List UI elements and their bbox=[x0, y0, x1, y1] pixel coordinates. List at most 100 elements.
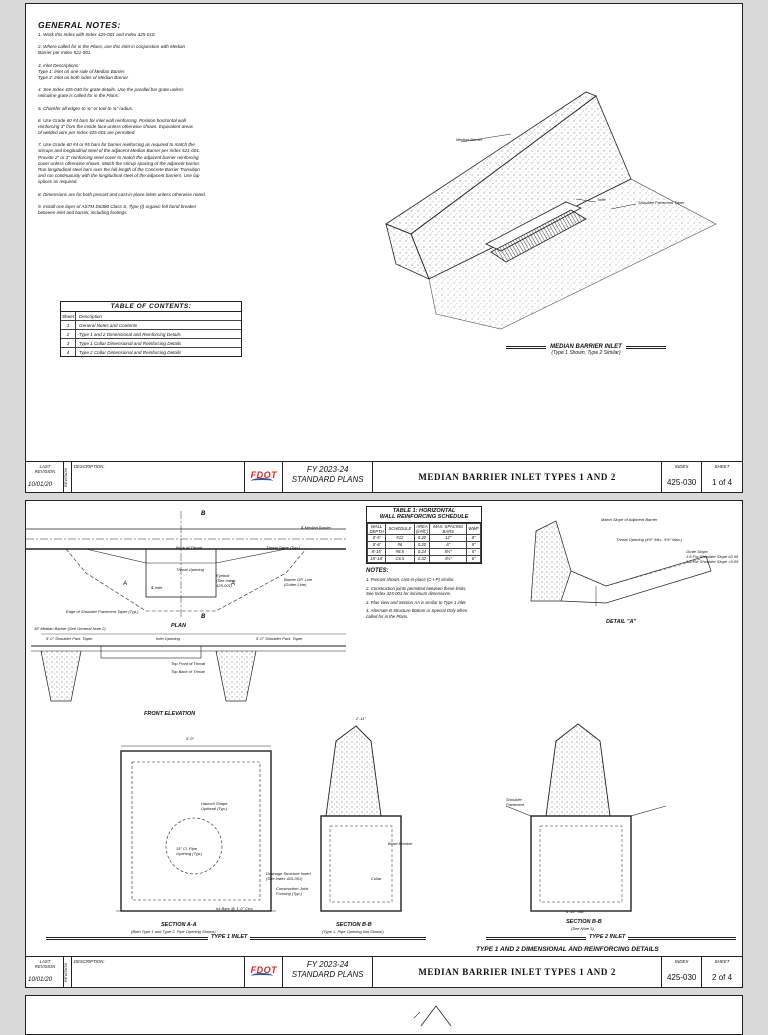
general-notes: 1. Work this Index with Index 425-001 an… bbox=[38, 32, 373, 222]
last-revision-date: 10/01/20 bbox=[28, 481, 53, 488]
schedule-table: WALL DEPTH SCHEDULE AREA (in²/ft.) MAX. … bbox=[366, 522, 481, 563]
last-revision-label: LAST REVISION bbox=[34, 959, 56, 969]
note-2: 2. Where called for in the Plans, use th… bbox=[38, 44, 186, 56]
table-head: MAX. SPACING BARS bbox=[429, 522, 468, 535]
label-drainage: Drainage Structure Insert (See Index 425… bbox=[266, 871, 311, 881]
plan-view-drawing: A A B B bbox=[26, 511, 346, 702]
index-label: INDEX bbox=[674, 464, 689, 469]
label-median-barrier-left: 38' Median Barrier (See General Note 2) bbox=[34, 626, 106, 631]
table-head: WALL DEPTH bbox=[366, 522, 387, 535]
toc-sheet: 3 bbox=[61, 339, 76, 347]
label-section-bb-sub: (Type 1, Pipe Opening Not Shown) bbox=[322, 929, 384, 934]
fiscal-year: FY 2023-24 bbox=[306, 960, 349, 969]
label-section-bb-2: SECTION B-B bbox=[566, 919, 602, 925]
table-cell: 12" bbox=[429, 533, 468, 542]
table-cell: 5" bbox=[466, 540, 481, 549]
label-top-front: Top Front of Throat bbox=[171, 661, 206, 666]
sheet-1: GENERAL NOTES: 1. Work this Index with I… bbox=[25, 3, 743, 493]
table-cell: C6.5 bbox=[385, 554, 415, 563]
note: 1. Precast shown, cast-in-place (C-I-P) … bbox=[366, 577, 455, 582]
fy-cell: FY 2023-24 STANDARD PLANS bbox=[283, 957, 374, 987]
note-3: 3. Inlet Descriptions: Type 1: Inlet on … bbox=[38, 62, 129, 80]
label-eyebolt: Eyebolt (See Index 425-001) bbox=[216, 573, 236, 588]
label-pipe-opening: 15" Cl. Pipe Opening (Typ.) bbox=[176, 846, 203, 856]
sheet-number: 1 of 4 bbox=[712, 478, 733, 487]
standard-plans: STANDARD PLANS bbox=[291, 969, 364, 979]
table-cell: 5'-8' bbox=[366, 540, 387, 549]
table-row: 0'-5' #12 0.20 12" 8" bbox=[366, 533, 481, 542]
table-cell: 0.32 bbox=[413, 554, 431, 563]
table-title: TABLE 1: HORIZONTAL WALL REINFORCING SCH… bbox=[367, 507, 481, 523]
toc-header-sheet: Sheet bbox=[61, 312, 76, 320]
label-construction-joint: Construction Joint Forming (Typ.) bbox=[276, 886, 309, 896]
svg-text:A: A bbox=[230, 581, 235, 587]
label-match-slope: Match Slope of Adjacent Barrier bbox=[601, 517, 658, 522]
sheet-title: MEDIAN BARRIER INLET TYPES 1 AND 2 bbox=[373, 957, 663, 987]
label-cl-inlet: ℄ Inlet bbox=[151, 585, 163, 590]
svg-text:A: A bbox=[122, 581, 127, 587]
note: 3. Plan view and Section AA is similar t… bbox=[366, 599, 467, 605]
table-cell: 6" bbox=[429, 540, 468, 549]
general-notes-heading: GENERAL NOTES: bbox=[38, 20, 121, 30]
toc-sheet: 1 bbox=[61, 321, 76, 329]
label-grate-slope: Grate Slope: 1:6 For Shoulder Slope ≤0.0… bbox=[686, 549, 739, 564]
table-cell: 5½" bbox=[429, 547, 468, 556]
iso-label-taper: Shoulder Pavement Taper bbox=[638, 200, 685, 205]
index-cell: INDEX 425-030 bbox=[662, 957, 703, 987]
sheet-2: A A B B ℄ Median Barrier Throat Taper (T… bbox=[25, 500, 743, 988]
note-9: 9. Install one layer of ASTM D6380 Class… bbox=[38, 203, 197, 215]
drawing-title: TYPE 1 AND 2 DIMENSIONAL AND REINFORCING… bbox=[476, 946, 659, 953]
label-throat-opening: Throat Opening bbox=[176, 567, 204, 572]
toc-description: Type 1 and 2 Dimensional and Reinforcing… bbox=[79, 331, 181, 337]
sheet-title: MEDIAN BARRIER INLET TYPES 1 AND 2 bbox=[373, 462, 663, 492]
toc-row: 1 General Notes and Contents bbox=[61, 321, 241, 330]
label-gutter-line: Barrier GP. Line (Gutter Line) bbox=[284, 577, 313, 587]
toc-row: 3 Type 1 Collar Dimensional and Reinforc… bbox=[61, 339, 241, 348]
label-section-aa: SECTION A-A bbox=[161, 922, 197, 928]
table-head: AREA (in²/ft.) bbox=[413, 522, 431, 535]
revision-tag: REVISION bbox=[62, 468, 68, 488]
sheet-label: SHEET bbox=[714, 959, 730, 964]
table-row: 8'-15' #8.5 0.24 5½" 5" bbox=[366, 547, 481, 556]
table-cell: 5" bbox=[466, 547, 481, 556]
last-revision-label: LAST REVISION bbox=[34, 464, 56, 474]
label-section-aa-sub: (Both Type 1 and Type 2, Pipe Opening Sh… bbox=[131, 929, 216, 934]
index-number: 425-030 bbox=[666, 973, 697, 982]
label-inlet-opening: Inlet Opening bbox=[156, 636, 180, 641]
note-8: 8. Dimensions are for both precast and c… bbox=[38, 191, 207, 197]
table-cell: 0.24 bbox=[413, 547, 431, 556]
label-collar: Collar bbox=[371, 876, 382, 881]
table-head: WWF bbox=[466, 522, 481, 535]
fdot-logo-icon: FDOT bbox=[245, 462, 284, 492]
table-cell: #6 bbox=[385, 540, 415, 549]
description-cell: DESCRIPTION: bbox=[72, 462, 246, 492]
table-row: 5'-8' #6 0.20 6" 5" bbox=[366, 540, 481, 549]
table-cell: 0'-5' bbox=[366, 533, 387, 542]
iso-caption-sub: (Type 1 Shown, Type 2 Similar) bbox=[551, 350, 621, 356]
table-header-row: WALL DEPTH SCHEDULE AREA (in²/ft.) MAX. … bbox=[366, 522, 481, 535]
table-cell: 4½" bbox=[429, 554, 468, 563]
iso-caption-title: MEDIAN BARRIER INLET bbox=[550, 344, 622, 350]
toc-description: Type 2 Collar Dimensional and Reinforcin… bbox=[79, 349, 182, 355]
table-cell: 0.20 bbox=[413, 540, 431, 549]
sheet2-notes: 1. Precast shown, cast-in-place (C-I-P) … bbox=[366, 577, 516, 622]
label-throat-opening-max: Throat Opening (4½" Min., 5½" Max.) bbox=[616, 537, 683, 542]
label-bars-4: #4 Bars @ 1'-0" Ctrs. bbox=[216, 906, 254, 911]
table-cell: 0.20 bbox=[413, 533, 431, 542]
label-plan: PLAN bbox=[171, 623, 186, 629]
table-head: SCHEDULE bbox=[385, 522, 415, 535]
table-of-contents: TABLE OF CONTENTS: Sheet Description 1 G… bbox=[60, 301, 242, 357]
label-dim-2-11: 2'-11" bbox=[356, 716, 366, 721]
note-4: 4. See Index 425-040 for grate details. … bbox=[38, 87, 184, 99]
label-detail-a: DETAIL "A" bbox=[606, 619, 637, 625]
label-haunch: Haunch Shape Optional (Typ.) bbox=[201, 801, 228, 811]
sheet-3-partial bbox=[25, 995, 743, 1035]
label-dim-5-0: 5'-0" bbox=[186, 736, 194, 741]
note-6: 6. Use Grade 60 #4 bars for inlet wall r… bbox=[38, 117, 194, 136]
label-bond-breaker: Bond Breaker bbox=[388, 841, 413, 846]
label-throat-taper: Throat Taper (Typ.) bbox=[266, 545, 301, 550]
label-dim-4-10: 4'-10" Std. bbox=[566, 909, 585, 914]
note: 4. Alternate B Structure Bottom or Speci… bbox=[366, 608, 468, 619]
label-section-bb-2-sub: (See Note 3) bbox=[571, 926, 594, 931]
description-cell: DESCRIPTION: bbox=[72, 957, 246, 987]
